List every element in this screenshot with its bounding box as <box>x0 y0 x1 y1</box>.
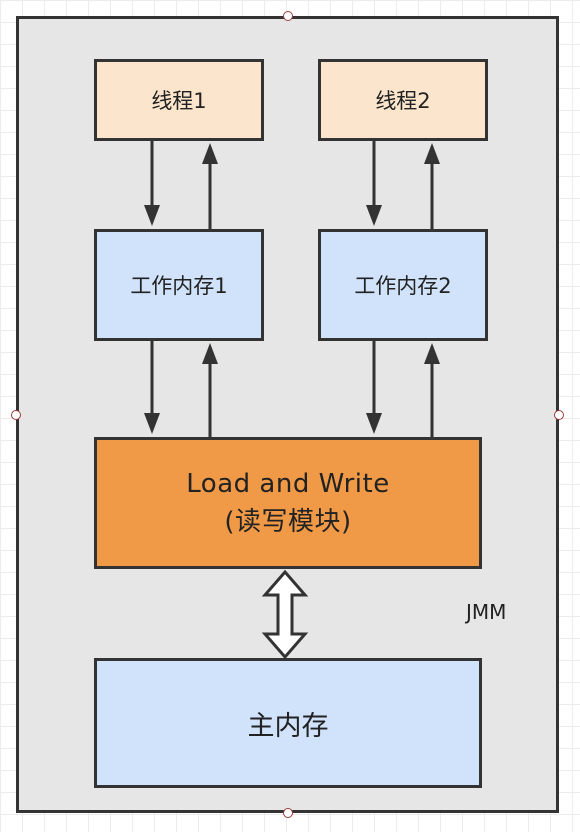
load-write-subtitle: (读写模块) <box>224 507 352 537</box>
work-memory-1-node[interactable]: 工作内存1 <box>94 229 264 341</box>
resize-handle-right[interactable] <box>554 410 564 420</box>
resize-handle-left[interactable] <box>11 410 21 420</box>
work-memory-1-label: 工作内存1 <box>130 274 228 298</box>
work-memory-2-label: 工作内存2 <box>354 274 452 298</box>
resize-handle-top[interactable] <box>283 11 293 21</box>
main-memory-node[interactable]: 主内存 <box>94 658 482 788</box>
jmm-label: JMM <box>466 600 507 624</box>
work-memory-2-node[interactable]: 工作内存2 <box>318 229 488 341</box>
thread-1-label: 线程1 <box>151 89 207 113</box>
load-write-title: Load and Write <box>186 469 390 499</box>
thread-2-node[interactable]: 线程2 <box>318 59 488 141</box>
main-memory-label: 主内存 <box>247 710 329 742</box>
load-write-node[interactable]: Load and Write (读写模块) <box>94 437 482 569</box>
thread-1-node[interactable]: 线程1 <box>94 59 264 141</box>
thread-2-label: 线程2 <box>375 89 431 113</box>
resize-handle-bottom[interactable] <box>283 808 293 818</box>
